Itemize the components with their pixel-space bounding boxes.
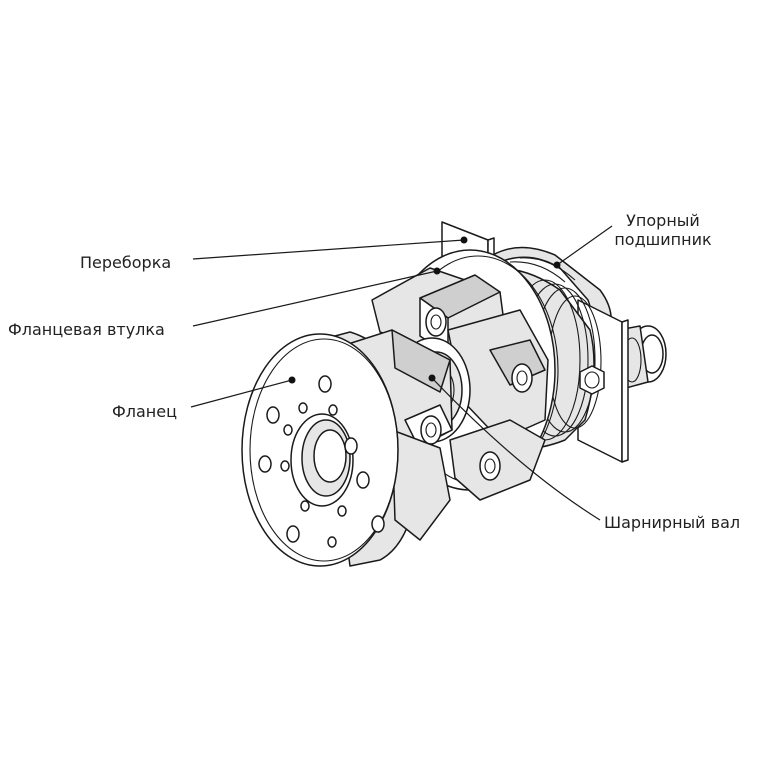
- leader-cardan-shaft: [431, 377, 601, 521]
- flange-label: Фланец: [112, 402, 177, 421]
- thrust-bearing-label-line1: Упорный: [626, 211, 700, 230]
- cardan-shaft-label: Шарнирный вал: [604, 513, 741, 532]
- flange-sleeve-label: Фланцевая втулка: [8, 320, 165, 339]
- leader-bulkhead: [192, 239, 465, 260]
- bulkhead-label: Переборка: [80, 253, 172, 272]
- thrust-bearing-label-line2: подшипник: [614, 230, 712, 249]
- leader-bearing: [556, 225, 613, 266]
- leader-flange-sleeve: [192, 270, 438, 327]
- flange: [241, 329, 453, 567]
- bulkhead-nut: [579, 365, 605, 395]
- leader-lines: [190, 225, 613, 521]
- thrust-bearing-label: Упорный подшипник: [603, 211, 723, 249]
- leader-flange: [190, 379, 293, 408]
